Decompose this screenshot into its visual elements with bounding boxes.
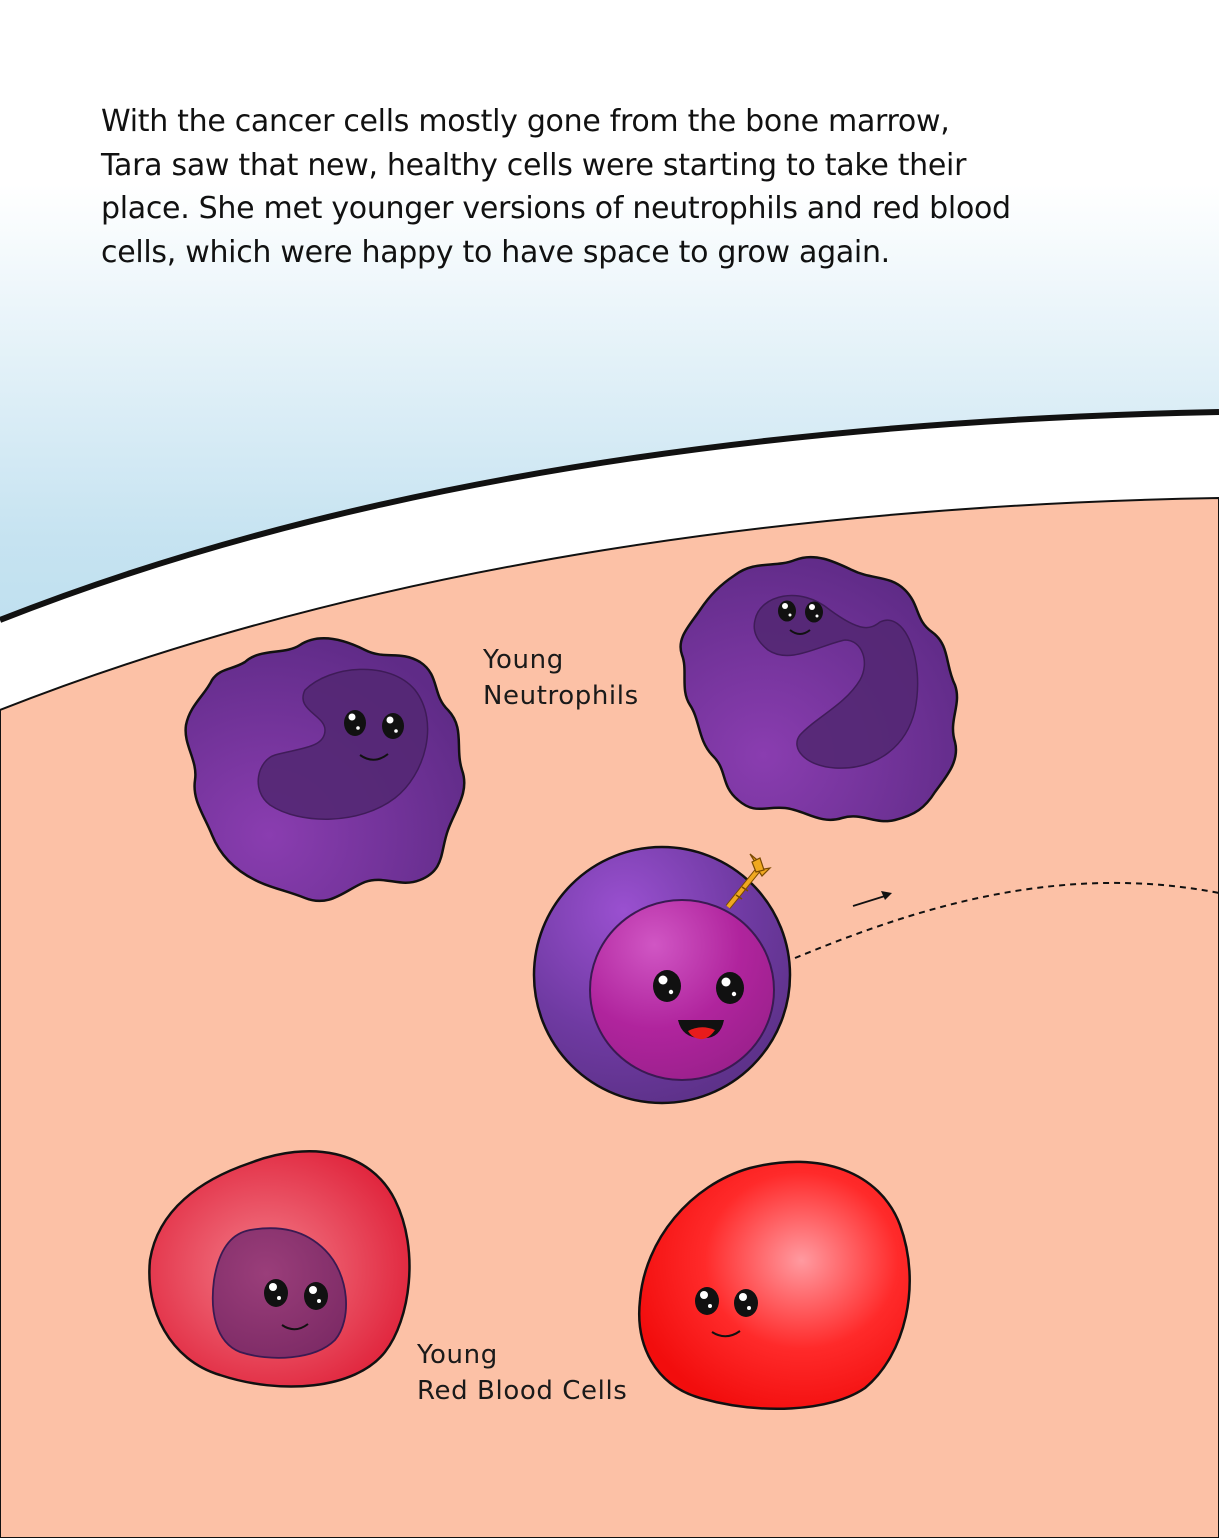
label-line: Neutrophils (483, 681, 639, 711)
red-blood-cell (638, 1160, 911, 1411)
young-red-blood-cell (148, 1150, 411, 1388)
label-young-red-blood-cells: Young Red Blood Cells (417, 1337, 627, 1409)
vessel-wall-edge (0, 409, 1219, 623)
face (695, 1287, 758, 1338)
dart-icon (725, 853, 772, 909)
motion-trail (794, 881, 1219, 959)
face (653, 970, 744, 1040)
face (264, 1279, 328, 1331)
stem-cell (532, 845, 792, 1105)
label-young-neutrophils: Young Neutrophils (483, 642, 639, 714)
arrow-icon (852, 891, 892, 907)
story-text: With the cancer cells mostly gone from t… (101, 104, 1011, 270)
face (778, 600, 823, 635)
face (344, 710, 404, 761)
neutrophil-right (679, 555, 959, 823)
label-line: Young (417, 1340, 498, 1370)
neutrophil-left (184, 637, 466, 903)
label-line: Red Blood Cells (417, 1376, 628, 1406)
label-line: Young (483, 645, 564, 675)
